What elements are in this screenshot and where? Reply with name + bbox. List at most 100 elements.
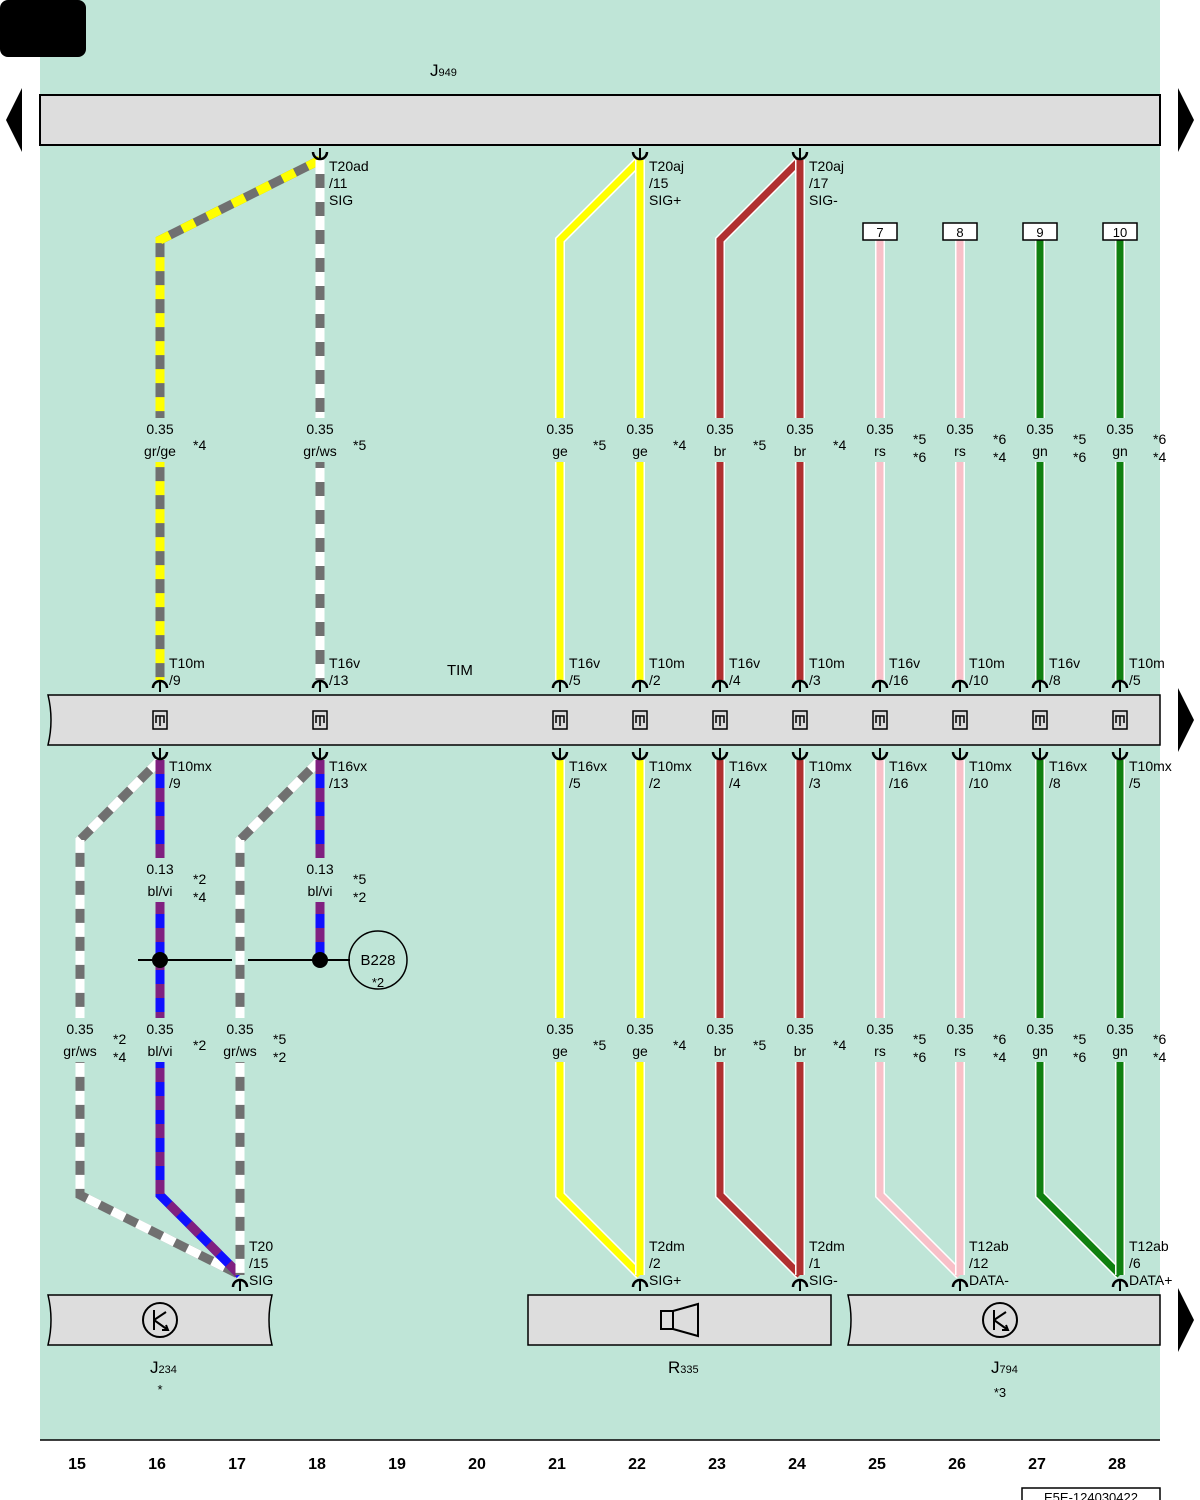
pin-label-t12ab12: T12ab — [969, 1238, 1009, 1254]
pin-label-tim-top: T10m — [809, 655, 845, 671]
j234-note: * — [157, 1382, 162, 1397]
wire-label-lower-note: *5 — [1073, 1031, 1086, 1047]
triangle-right-icon[interactable] — [1178, 88, 1194, 152]
wire-label-lower-bg — [696, 1018, 744, 1062]
connector-coupling-icon — [872, 710, 888, 730]
wire-label-upper-size: 0.35 — [306, 421, 333, 437]
connector-coupling-mark — [875, 715, 885, 726]
pin-label-tim-bottom: /3 — [809, 775, 821, 791]
j794-note: *3 — [994, 1385, 1006, 1400]
wire-label-upper-color: gr/ge — [144, 443, 176, 459]
component-j794: J794 *3 — [847, 1294, 1161, 1400]
wire-label-lower-note: *2 — [113, 1031, 126, 1047]
wire-label-upper-note: *5 — [353, 437, 366, 453]
wire-label-lower-color: gn — [1112, 1043, 1128, 1059]
pin-label-tim-bottom: T10mx — [169, 758, 212, 774]
wire-br-23-low — [716, 760, 803, 1278]
wire-label-upper-color: gn — [1032, 443, 1048, 459]
connector-coupling-icon — [152, 710, 168, 730]
pin-label-tim-top: T16v — [729, 655, 760, 671]
b228-note: *2 — [372, 975, 384, 990]
wire-label-lower-note: *6 — [993, 1031, 1006, 1047]
wire-gn-27-low — [1036, 760, 1123, 1278]
track-number: 16 — [148, 1456, 166, 1473]
track-number: 26 — [948, 1456, 966, 1473]
triangle-right-icon[interactable] — [1178, 688, 1194, 752]
pin-label-tim-bottom: /13 — [329, 775, 349, 791]
connection-number: 10 — [1113, 225, 1127, 240]
doc-id-box: E5E-124030422 — [1021, 1487, 1161, 1500]
speaker-icon — [660, 1302, 699, 1338]
wire-label-lower-bg — [1016, 1018, 1064, 1062]
wire-label-upper-size: 0.35 — [1106, 421, 1133, 437]
wire-label-mid-note: *5 — [353, 871, 366, 887]
wire-label-mid-size: 0.13 — [306, 861, 333, 877]
pin-label-tim-bottom: /9 — [169, 775, 181, 791]
track-number: 15 — [68, 1456, 86, 1473]
pin-label-tim-top: /10 — [969, 672, 989, 688]
wire-label-lower-size: 0.35 — [706, 1021, 733, 1037]
wire-label-lower-note: *5 — [753, 1037, 766, 1053]
track-number: 17 — [228, 1456, 246, 1473]
wire-label-lower-note: *6 — [1153, 1031, 1166, 1047]
pin-label-tim-top: /4 — [729, 672, 741, 688]
connector-coupling-icon — [312, 710, 328, 730]
wire-label-upper-note: *4 — [673, 437, 686, 453]
wire-rs-25-low — [876, 760, 963, 1278]
connector-coupling-mark — [1115, 715, 1125, 726]
wire-label-lower-bg — [776, 1018, 824, 1062]
splice-b228: B228 *2 — [138, 930, 408, 990]
pin-label-t20aj15: /15 — [649, 175, 669, 191]
r335-label: R335 — [668, 1358, 699, 1377]
wire-label-mid-bg — [136, 858, 184, 902]
track-number: 24 — [788, 1456, 806, 1473]
page-tab — [0, 0, 86, 57]
pin-label-t12ab6: /6 — [1129, 1255, 1141, 1271]
wire-label-lower-bg — [56, 1018, 104, 1062]
pin-label-tim-top: /2 — [649, 672, 661, 688]
wire-label-lower-color: rs — [954, 1043, 966, 1059]
component-j949-label: J949 — [430, 61, 457, 80]
wire-gr-ws-17-stripe — [235, 756, 324, 1275]
wire-label-upper-bg — [776, 418, 824, 462]
wire-label-upper-color: gn — [1112, 443, 1128, 459]
pin-label-tim-bottom: T16vx — [889, 758, 927, 774]
wire-label-lower-color: rs — [874, 1043, 886, 1059]
pin-label-tim-top: /3 — [809, 672, 821, 688]
wire-label-upper-color: br — [714, 443, 727, 459]
wire-label-upper-note: *4 — [1153, 449, 1166, 465]
wire-label-upper-color: rs — [874, 443, 886, 459]
wire-label-upper-note: *4 — [193, 437, 206, 453]
triangle-left-icon[interactable] — [6, 88, 22, 152]
wire-label-lower-bg — [536, 1018, 584, 1062]
wire-bl-vi-16-stripe — [155, 760, 244, 1279]
connector-coupling-mark — [635, 715, 645, 726]
wire-label-upper-bg — [536, 418, 584, 462]
wire-label-upper-bg — [1096, 418, 1144, 462]
wire-gr-ws-15-stripe — [75, 756, 243, 1280]
wire-label-upper-note: *6 — [1073, 449, 1086, 465]
b228-circle — [348, 930, 408, 990]
pin-label-tim-bottom: T16vx — [1049, 758, 1087, 774]
pin-label-tim-bottom: T16vx — [729, 758, 767, 774]
wire-label-lower-note: *4 — [993, 1049, 1006, 1065]
pin-label-t20aj15: T20aj — [649, 158, 684, 174]
wire-label-upper-bg — [136, 418, 184, 462]
wire-label-upper-bg — [1016, 418, 1064, 462]
wire-label-lower-bg — [856, 1018, 904, 1062]
pin-label-t2dm2: T2dm — [649, 1238, 685, 1254]
wire-label-lower-size: 0.35 — [1106, 1021, 1133, 1037]
wire-label-lower-color: ge — [632, 1043, 648, 1059]
wire-label-upper-note: *4 — [833, 437, 846, 453]
wire-gr-ge-stripe — [155, 155, 323, 680]
pin-label-tim-top: T10m — [1129, 655, 1165, 671]
wire-label-lower-bg — [616, 1018, 664, 1062]
connector-coupling-icon — [712, 710, 728, 730]
connector-coupling-mark — [955, 715, 965, 726]
wire-label-mid-color: bl/vi — [308, 883, 333, 899]
wire-label-upper-note: *6 — [993, 431, 1006, 447]
pin-label-tim-bottom: /8 — [1049, 775, 1061, 791]
track-number: 18 — [308, 1456, 326, 1473]
pin-label-tim-top: T16v — [569, 655, 600, 671]
triangle-right-icon[interactable] — [1178, 1288, 1194, 1352]
